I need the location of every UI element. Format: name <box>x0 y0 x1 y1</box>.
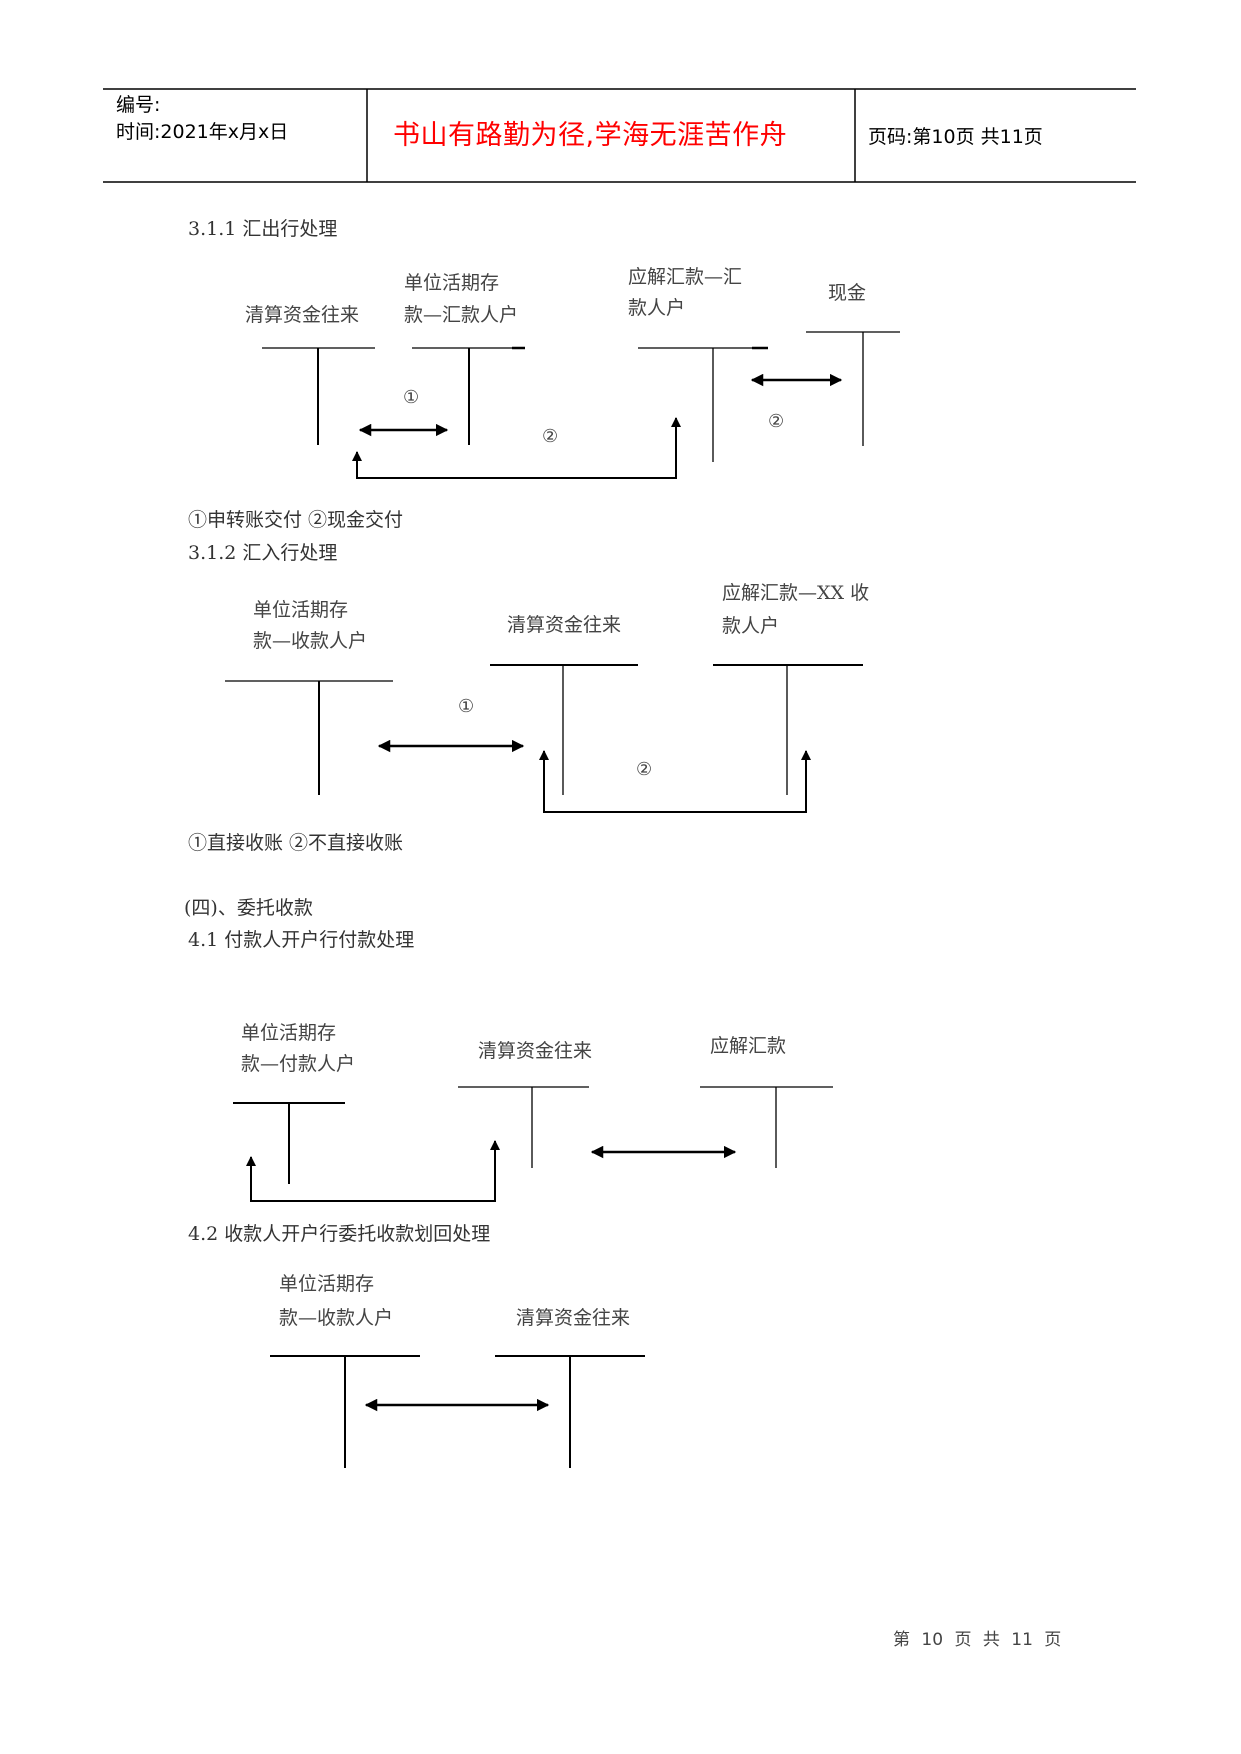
section-title: 4.1 付款人开户行付款处理 <box>188 929 415 951</box>
step-marker: ② <box>542 426 559 447</box>
account-label: 清算资金往来 <box>245 304 360 326</box>
account-label: 款人户 <box>628 297 686 319</box>
section-title: 3.1.1 汇出行处理 <box>188 218 338 240</box>
section-title: 3.1.2 汇入行处理 <box>188 542 338 564</box>
footer-page-number: 第 10 页 共 11 页 <box>893 1630 1062 1650</box>
bracket-arrow <box>246 1140 500 1202</box>
account-label: 单位活期存 <box>241 1022 337 1044</box>
chapter-title: (四)、委托收款 <box>184 897 313 919</box>
header-page-info: 页码:第10页 共11页 <box>868 126 1043 148</box>
bracket-arrow <box>352 417 681 479</box>
step-marker: ② <box>768 411 785 432</box>
account-label: 清算资金往来 <box>516 1307 631 1329</box>
account-label: 单位活期存 <box>279 1273 375 1295</box>
account-label: 清算资金往来 <box>507 614 622 636</box>
document-date-label: 时间:2021年x月x日 <box>116 121 289 143</box>
legend: ①申转账交付 ②现金交付 <box>188 509 404 531</box>
step-marker: ① <box>458 696 475 717</box>
account-label: 清算资金往来 <box>478 1040 593 1062</box>
account-label: 单位活期存 <box>404 272 500 294</box>
account-label: 应解汇款 <box>710 1035 787 1057</box>
account-label: 应解汇款—汇 <box>628 266 743 288</box>
account-label: 款—收款人户 <box>253 630 368 652</box>
account-label: 款—付款人户 <box>241 1053 356 1075</box>
step-marker: ① <box>403 387 420 408</box>
legend: ①直接收账 ②不直接收账 <box>188 832 404 854</box>
account-label: 现金 <box>828 282 867 304</box>
account-label: 款—汇款人户 <box>404 304 519 326</box>
account-label: 款—收款人户 <box>279 1307 394 1329</box>
bracket-arrow <box>539 750 811 813</box>
document-number-label: 编号: <box>116 94 161 116</box>
header-motto: 书山有路勤为径,学海无涯苦作舟 <box>393 120 788 151</box>
account-label: 应解汇款—XX 收 <box>722 582 870 604</box>
account-label: 单位活期存 <box>253 599 349 621</box>
account-label: 款人户 <box>722 615 780 637</box>
section-title: 4.2 收款人开户行委托收款划回处理 <box>188 1223 491 1245</box>
step-marker: ② <box>636 759 653 780</box>
